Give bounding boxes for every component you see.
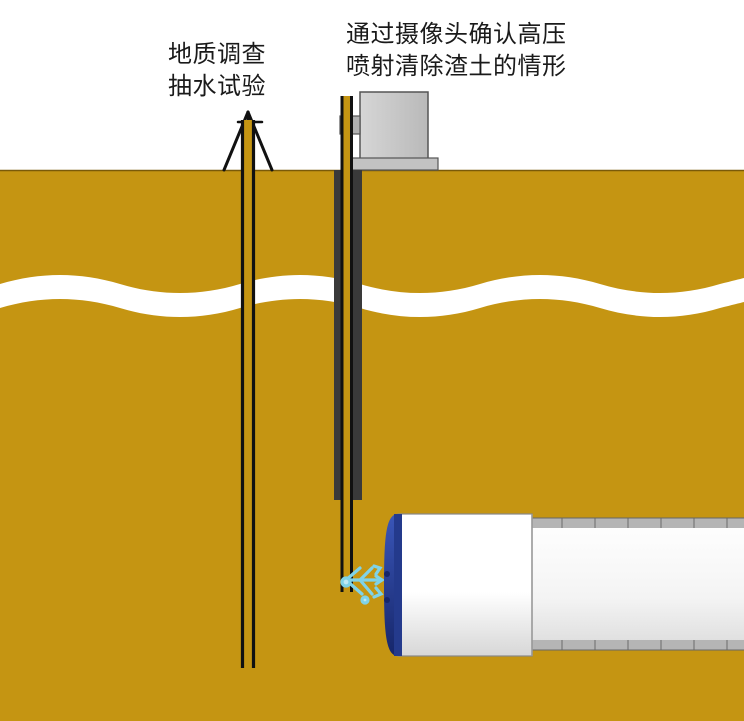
label-camera-check-line1: 通过摄像头确认高压 — [346, 20, 567, 48]
segment-ring-top — [530, 518, 744, 528]
label-geological-survey: 地质调查 抽水试验 — [168, 38, 266, 102]
borehole-casing — [334, 96, 362, 592]
pumping-well-pipe — [240, 120, 256, 668]
label-geological-survey-line1: 地质调查 — [168, 40, 266, 68]
segment-ring-bottom — [530, 640, 744, 650]
soil-upper — [0, 170, 744, 300]
depth-break-band — [0, 275, 744, 317]
label-geological-survey-line2: 抽水试验 — [168, 72, 266, 100]
soil-lower — [0, 290, 744, 721]
shield-machine-icon — [384, 513, 744, 657]
water-jet-icon — [340, 564, 385, 605]
label-camera-check: 通过摄像头确认高压 喷射清除渣土的情形 — [346, 18, 567, 82]
label-camera-check-line2: 喷射清除渣土的情形 — [346, 52, 567, 80]
